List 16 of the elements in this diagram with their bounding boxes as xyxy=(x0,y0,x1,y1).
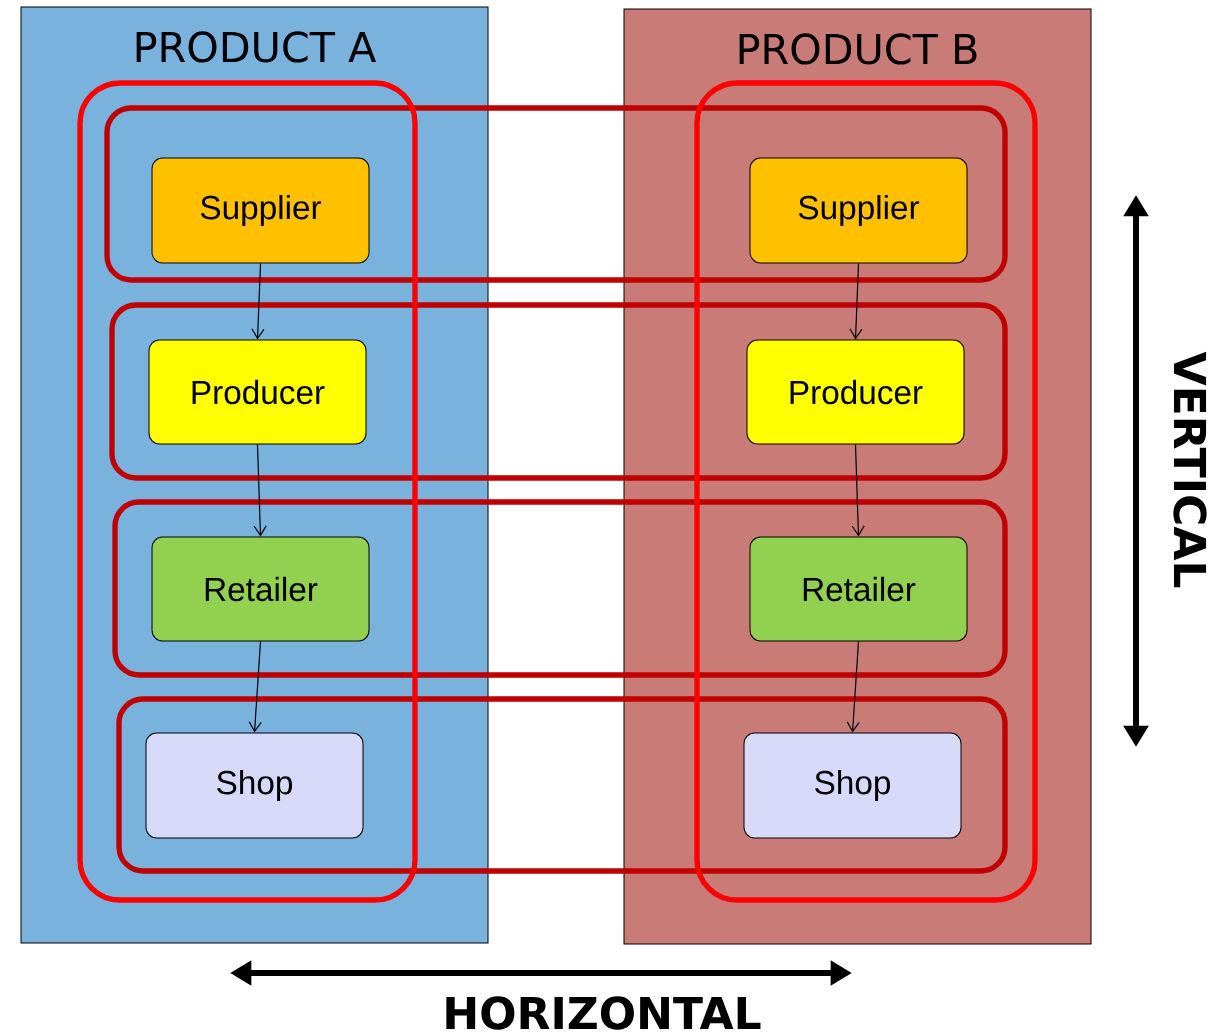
process-box: Supplier xyxy=(151,157,370,264)
direction-label: HORIZONTAL xyxy=(446,996,761,1030)
process-box: Shop xyxy=(743,732,962,839)
process-box: Supplier xyxy=(749,157,968,264)
arrow xyxy=(851,443,865,537)
arrow xyxy=(248,640,262,733)
process-box: Producer xyxy=(148,339,367,445)
arrow xyxy=(849,262,863,340)
arrow xyxy=(253,443,267,537)
direction-label: VERTICAL xyxy=(1173,351,1207,588)
arrow xyxy=(846,640,860,733)
process-box: Shop xyxy=(145,732,364,839)
process-box: Retailer xyxy=(151,536,370,642)
process-box: Retailer xyxy=(749,536,968,642)
arrow xyxy=(251,262,265,340)
process-box: Producer xyxy=(746,339,965,445)
